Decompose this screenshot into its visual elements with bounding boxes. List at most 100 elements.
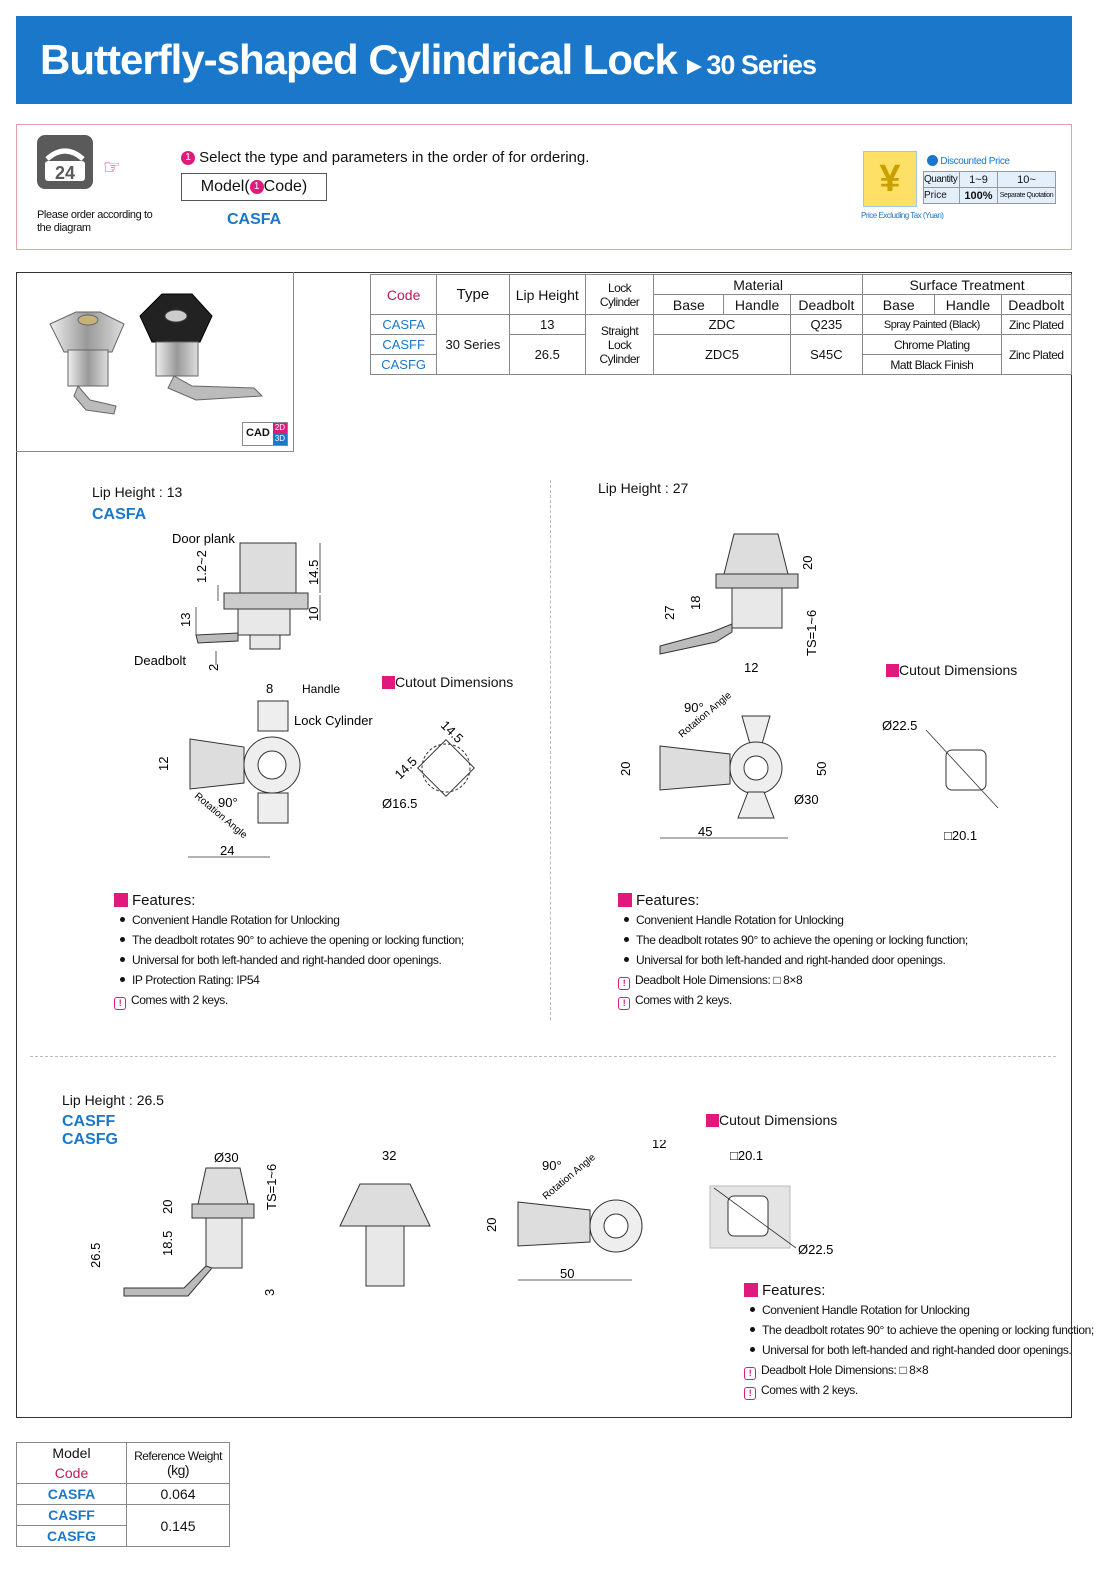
pointing-hand-icon: ☞ — [103, 157, 121, 179]
svg-text:50: 50 — [560, 1266, 574, 1281]
warning-item: !Deadbolt Hole Dimensions: □ 8×8 — [618, 973, 968, 993]
section3-title: Lip Height : 26.5 — [62, 1092, 164, 1108]
spec-table: Code Type Lip Height Lock Cylinder Mater… — [369, 274, 1073, 375]
yen-icon: ¥ — [863, 151, 917, 207]
svg-text:10: 10 — [306, 607, 321, 621]
section2-features: Features: Convenient Handle Rotation for… — [618, 892, 968, 1013]
main-spec-box — [16, 272, 1072, 1418]
svg-text:Ø30: Ø30 — [794, 792, 819, 807]
svg-text:Ø16.5: Ø16.5 — [382, 796, 417, 811]
discount-title: Discounted Price — [927, 155, 1010, 167]
svg-text:TS=1~6: TS=1~6 — [804, 610, 819, 656]
svg-text:Door plank: Door plank — [172, 531, 235, 546]
svg-text:Deadbolt: Deadbolt — [134, 653, 186, 668]
table-row: CASFA 30 Series 13 Straight Lock Cylinde… — [369, 314, 1073, 375]
feature-item: Convenient Handle Rotation for Unlocking — [744, 1303, 1094, 1323]
feature-item: The deadbolt rotates 90° to achieve the … — [744, 1323, 1094, 1343]
svg-text:90°: 90° — [542, 1158, 562, 1173]
product-photo — [49, 293, 264, 415]
svg-text:3: 3 — [262, 1289, 277, 1296]
section1-title: Lip Height : 13 — [92, 484, 183, 500]
series-label: 30 Series — [706, 50, 817, 80]
svg-text:20: 20 — [160, 1200, 175, 1214]
svg-text:Handle: Handle — [302, 682, 340, 696]
feature-item: Universal for both left-handed and right… — [618, 953, 968, 973]
svg-text:20: 20 — [800, 556, 815, 570]
feature-item: The deadbolt rotates 90° to achieve the … — [114, 933, 464, 953]
section3-cutout-title: Cutout Dimensions — [706, 1112, 837, 1128]
svg-text:24: 24 — [220, 843, 234, 858]
section1-drawing: Door plank Deadbolt 1.2~2 14.5 10 13 2 8… — [134, 531, 373, 858]
svg-text:50: 50 — [382, 1140, 396, 1143]
svg-text:90°: 90° — [218, 795, 238, 810]
table-row: CASFF 26.5 ZDC5 S45C Chrome Plating Zinc… — [369, 334, 1073, 375]
svg-text:Rotation Angle: Rotation Angle — [677, 690, 734, 741]
svg-text:32: 32 — [382, 1148, 396, 1163]
section1-cutout-drawing: 14.5 14.5 Ø16.5 — [382, 718, 475, 811]
feature-item: Universal for both left-handed and right… — [114, 953, 464, 973]
svg-text:24: 24 — [55, 163, 75, 183]
section2-title: Lip Height : 27 — [598, 480, 689, 496]
warning-icon: ! — [618, 997, 630, 1010]
warning-icon: ! — [744, 1387, 756, 1400]
section-divider — [30, 1056, 1056, 1057]
model-example: CASFA — [227, 211, 282, 228]
feature-item: Universal for both left-handed and right… — [744, 1343, 1094, 1363]
hotline-note: Please order according to the diagram — [37, 209, 153, 234]
section2-cutout-drawing: Ø22.5 □20.1 — [882, 718, 999, 843]
svg-text:□20.1: □20.1 — [730, 1148, 763, 1163]
section-divider — [550, 480, 551, 1020]
feature-item: IP Protection Rating: IP54 — [114, 973, 464, 993]
section1-code: CASFA — [92, 506, 147, 523]
feature-item: Convenient Handle Rotation for Unlocking — [114, 913, 464, 933]
warning-icon: ! — [618, 977, 630, 990]
svg-text:Ø22.5: Ø22.5 — [798, 1242, 833, 1257]
section3-code1: CASFF — [62, 1113, 116, 1130]
svg-text:Lock Cylinder: Lock Cylinder — [294, 713, 373, 728]
section1-features: Features: Convenient Handle Rotation for… — [114, 892, 464, 1013]
svg-text:Ø30: Ø30 — [214, 1150, 239, 1165]
page-title: Butterfly-shaped Cylindrical Lock ▸ 30 S… — [40, 36, 817, 83]
svg-text:13: 13 — [178, 613, 193, 627]
section3-drawing: Ø30 TS=1~6 20 18.5 26.5 3 50 32 90° Rota… — [88, 1140, 666, 1297]
warning-item: !Deadbolt Hole Dimensions: □ 8×8 — [744, 1363, 1094, 1383]
warning-icon: ! — [744, 1367, 756, 1380]
svg-text:Ø22.5: Ø22.5 — [882, 718, 917, 733]
svg-text:45: 45 — [698, 824, 712, 839]
page-header: Butterfly-shaped Cylindrical Lock ▸ 30 S… — [16, 16, 1072, 104]
svg-text:14.5: 14.5 — [438, 718, 467, 747]
feature-item: The deadbolt rotates 90° to achieve the … — [618, 933, 968, 953]
svg-text:50: 50 — [814, 762, 829, 776]
feature-item: Convenient Handle Rotation for Unlocking — [618, 913, 968, 933]
svg-text:26.5: 26.5 — [88, 1243, 103, 1268]
svg-text:20: 20 — [484, 1218, 499, 1232]
svg-text:90°: 90° — [684, 700, 704, 715]
svg-text:20: 20 — [620, 762, 633, 776]
svg-text:1.2~2: 1.2~2 — [194, 550, 209, 583]
svg-text:27: 27 — [662, 606, 677, 620]
section1-cutout-title: Cutout Dimensions — [382, 674, 513, 690]
warning-item: !Comes with 2 keys. — [618, 993, 968, 1013]
table-row: CASFG Matt Black Finish — [369, 354, 1072, 375]
warning-item: !Comes with 2 keys. — [114, 993, 464, 1013]
svg-text:TS=1~6: TS=1~6 — [264, 1164, 279, 1210]
section3-code2: CASFG — [62, 1131, 118, 1148]
svg-text:□20.1: □20.1 — [944, 828, 977, 843]
svg-text:14.5: 14.5 — [306, 560, 321, 585]
ordering-box: 24 ☞ Please order according to the diagr… — [16, 124, 1072, 250]
svg-text:18: 18 — [688, 596, 703, 610]
warning-icon: ! — [114, 997, 126, 1010]
section2-drawing: 20 27 18 TS=1~6 12 90° Rotation Angle 20… — [620, 533, 829, 839]
section2-cutout-title: Cutout Dimensions — [886, 662, 1017, 678]
svg-text:12: 12 — [744, 660, 758, 675]
order-instruction: 1 Select the type and parameters in the … — [181, 149, 589, 166]
svg-text:8: 8 — [266, 681, 273, 696]
svg-text:12: 12 — [652, 1140, 666, 1151]
